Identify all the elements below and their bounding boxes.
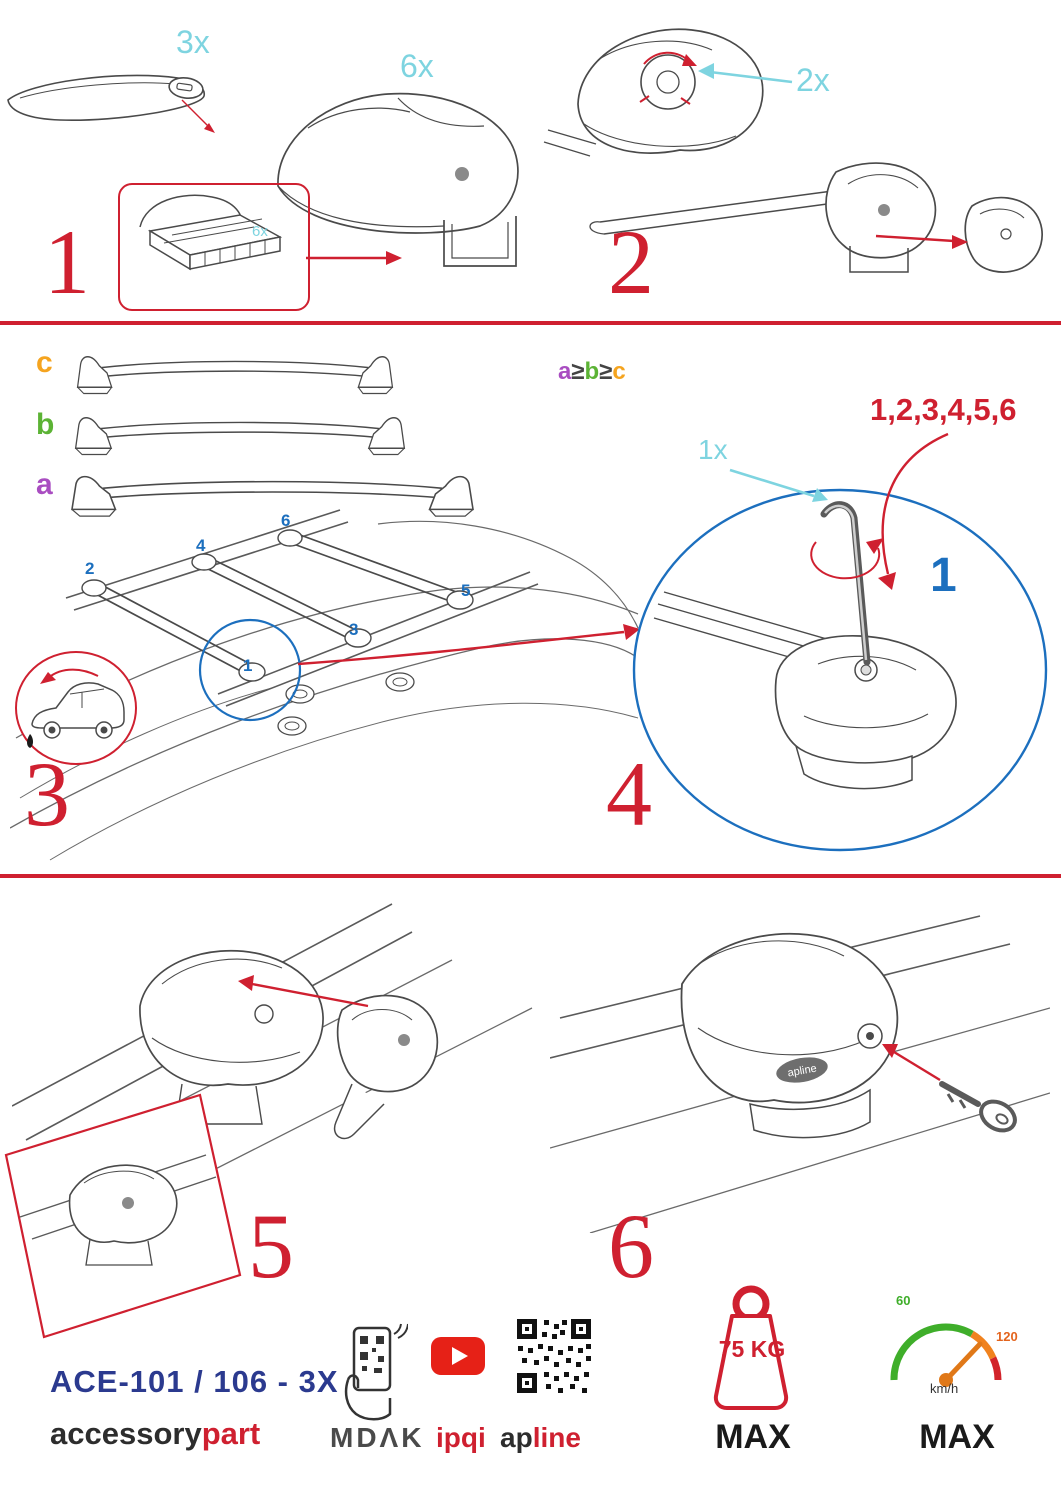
sequence-arrow: [878, 432, 949, 590]
clamp-quantity-label: 6x: [400, 48, 434, 84]
lock-key-illustration: apline: [550, 915, 1050, 1233]
roof-mounting-illustration: [10, 509, 639, 861]
car-overview-inset: [15, 651, 137, 765]
tightening-zoom-illustration: [632, 488, 1048, 852]
bar-quantity-label: 3x: [176, 24, 210, 60]
bar-size-label-a: a: [36, 468, 53, 501]
size-rule-text: a≥b≥c: [558, 360, 626, 384]
brand-part: part: [201, 1416, 261, 1451]
key-quantity-arrow: [729, 468, 828, 502]
crossbar-a-illustration: [71, 475, 474, 517]
roof-to-zoom-arrow: [297, 624, 640, 666]
rule-c: c: [612, 358, 626, 385]
section-divider-bottom: [0, 874, 1061, 878]
crossbar-b-illustration: [74, 417, 406, 456]
rule-ge1: ≥: [571, 358, 585, 385]
rule-a: a: [558, 358, 572, 385]
foot-clamp-illustration: [277, 92, 519, 267]
roof-position-5: 5: [461, 581, 471, 600]
max-weight-value: 75 KG: [718, 1336, 786, 1362]
logo-apline-ap: ap: [500, 1422, 533, 1453]
product-model-label: ACE-101 / 106 - 3X: [50, 1364, 339, 1399]
rule-b: b: [584, 358, 600, 385]
speedometer-icon: [890, 1323, 1002, 1387]
clamp-detail-inset: [4, 1093, 242, 1339]
logo-apline-line: line: [532, 1422, 581, 1453]
speed-unit-label: km/h: [930, 1381, 959, 1396]
crossbar-end-illustration: [7, 74, 215, 133]
logo-mdak: MDΛK: [330, 1422, 425, 1453]
key-quantity-label: 1x: [698, 434, 728, 465]
logo-ipqi: ipqi: [436, 1422, 486, 1453]
tightening-sequence-label: 1,2,3,4,5,6: [870, 392, 1017, 427]
pad-to-foot-arrow: [306, 251, 402, 265]
torque-knob-illustration: [543, 28, 1043, 273]
roof-position-6: 6: [281, 511, 291, 530]
max-speed-label: MAX: [919, 1418, 995, 1456]
max-weight-label: MAX: [715, 1418, 791, 1456]
roof-position-3: 3: [349, 620, 359, 639]
step6-number: 6: [608, 1195, 654, 1297]
section-divider-top: [0, 321, 1061, 325]
logo-apline: apline: [500, 1424, 581, 1452]
rubber-pad-inset-box: [118, 183, 310, 311]
roof-position-2: 2: [85, 559, 95, 578]
step2-number: 2: [608, 211, 654, 313]
qr-code-icon: [514, 1316, 594, 1396]
step1-number: 1: [44, 211, 90, 313]
knob-quantity-label: 2x: [796, 62, 830, 98]
foot-brand-logo: apline: [787, 1063, 818, 1080]
rubber-pad-illustration: [139, 194, 283, 271]
phone-scan-icon: [344, 1323, 408, 1421]
bar-size-label-c: c: [36, 346, 53, 379]
brand-accessorypart: accessorypart: [50, 1418, 260, 1449]
rule-ge2: ≥: [599, 358, 613, 385]
roof-position-1: 1: [243, 656, 253, 675]
speed-high-label: 120: [996, 1329, 1018, 1344]
step3-number: 3: [24, 743, 70, 845]
step4-number: 4: [606, 743, 652, 845]
roof-position-4: 4: [196, 536, 206, 555]
youtube-icon: [431, 1337, 485, 1375]
pad-quantity-label: 6x: [252, 223, 268, 240]
speed-low-label: 60: [896, 1293, 911, 1308]
bar-size-label-b: b: [36, 408, 55, 441]
crossbar-c-illustration: [76, 356, 394, 395]
step5-number: 5: [248, 1195, 294, 1297]
first-position-label: 1: [930, 549, 957, 602]
max-weight-icon: [713, 1285, 789, 1410]
brand-accessory: accessory: [50, 1416, 202, 1451]
